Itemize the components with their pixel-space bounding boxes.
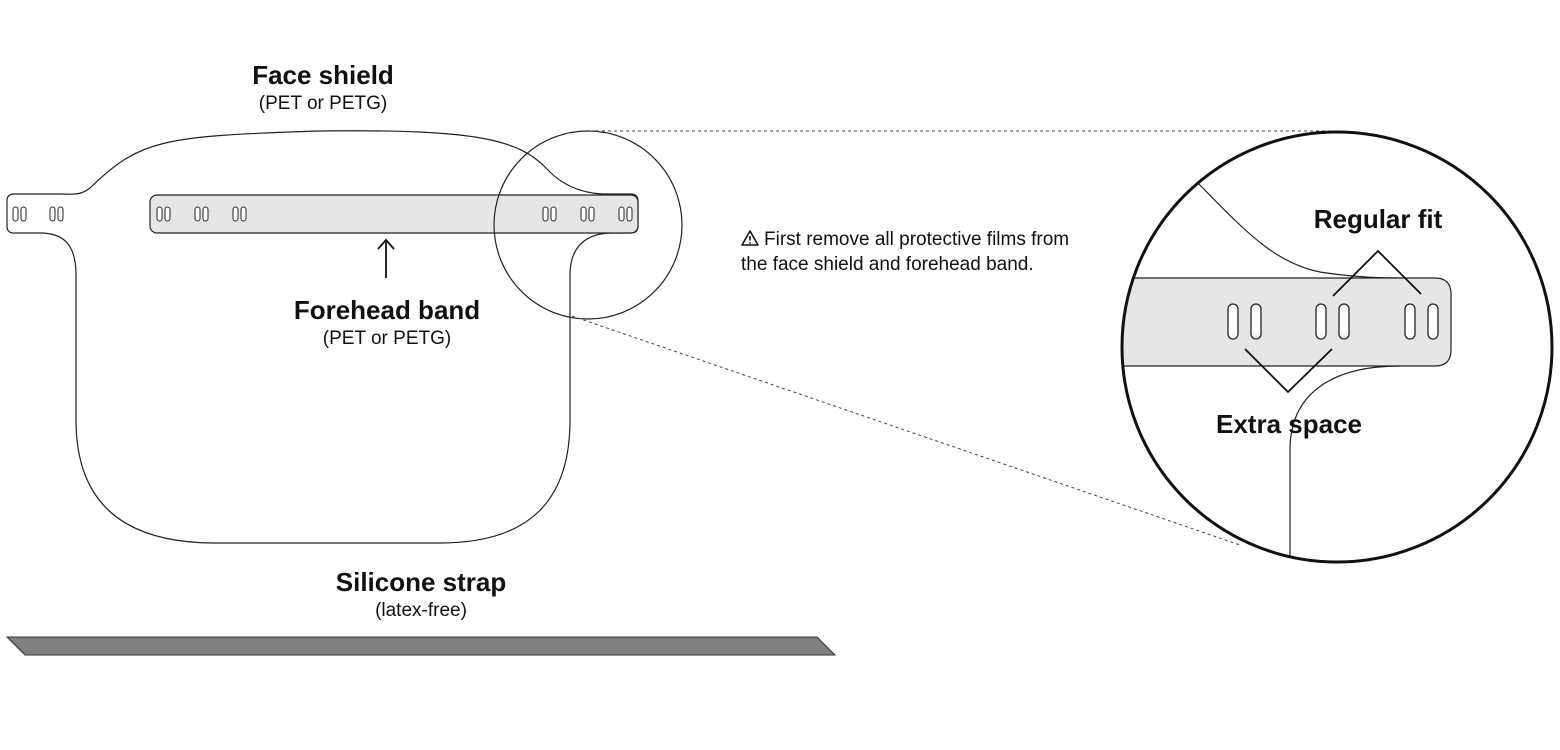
- slot: [49, 206, 56, 222]
- face-shield-title: Face shield: [252, 60, 394, 90]
- slot: [550, 206, 557, 222]
- magnified-content: [1122, 169, 1452, 562]
- slot: [20, 206, 27, 222]
- forehead-band-part: [149, 194, 639, 278]
- magnified-shield-lower-edge: [1289, 365, 1401, 562]
- up-arrow-icon: [377, 238, 395, 278]
- slot: [240, 206, 247, 222]
- magnified-detail: Regular fit Extra space: [1120, 130, 1554, 564]
- notice-line-2: the face shield and forehead band.: [741, 254, 1034, 275]
- slot: [618, 206, 625, 222]
- slot: [194, 206, 201, 222]
- slot: [588, 206, 595, 222]
- shield-left-slots: [12, 206, 64, 222]
- notice-line-1: First remove all protective films from: [764, 229, 1069, 250]
- zoom-source-circle: [493, 130, 683, 320]
- face-shield-outline: [6, 130, 639, 544]
- magnifier-circle: [1120, 130, 1554, 564]
- forehead-band-left-slots: [156, 206, 247, 222]
- face-shield-part: [6, 130, 639, 544]
- slot: [1338, 303, 1350, 340]
- slot: [1315, 303, 1327, 340]
- zoom-connector-bottom: [571, 315, 1241, 546]
- silicone-strap-material: (latex-free): [375, 600, 467, 621]
- magnified-band: [1122, 277, 1452, 367]
- forehead-band-strip: [149, 194, 639, 234]
- silicone-strap-shape: [5, 636, 837, 656]
- extra-space-label: Extra space: [1216, 409, 1362, 439]
- slot: [1404, 303, 1416, 340]
- slot: [232, 206, 239, 222]
- warning-triangle-icon: [741, 230, 759, 246]
- slot: [12, 206, 19, 222]
- slot: [202, 206, 209, 222]
- regular-fit-pointer: [1332, 249, 1422, 297]
- regular-fit-label: Regular fit: [1314, 204, 1443, 234]
- forehead-band-title: Forehead band: [294, 295, 480, 325]
- forehead-band-right-slots: [542, 206, 633, 222]
- magnified-shield-edge: [1184, 169, 1401, 279]
- slot: [57, 206, 64, 222]
- slot: [1427, 303, 1439, 340]
- slot: [1227, 303, 1239, 340]
- slot: [156, 206, 163, 222]
- slot: [1250, 303, 1262, 340]
- slot: [580, 206, 587, 222]
- slot: [626, 206, 633, 222]
- forehead-band-material: (PET or PETG): [323, 328, 451, 349]
- slot: [542, 206, 549, 222]
- silicone-strap-title: Silicone strap: [336, 567, 507, 597]
- slot: [164, 206, 171, 222]
- extra-space-pointer: [1244, 348, 1333, 394]
- face-shield-material: (PET or PETG): [259, 93, 387, 114]
